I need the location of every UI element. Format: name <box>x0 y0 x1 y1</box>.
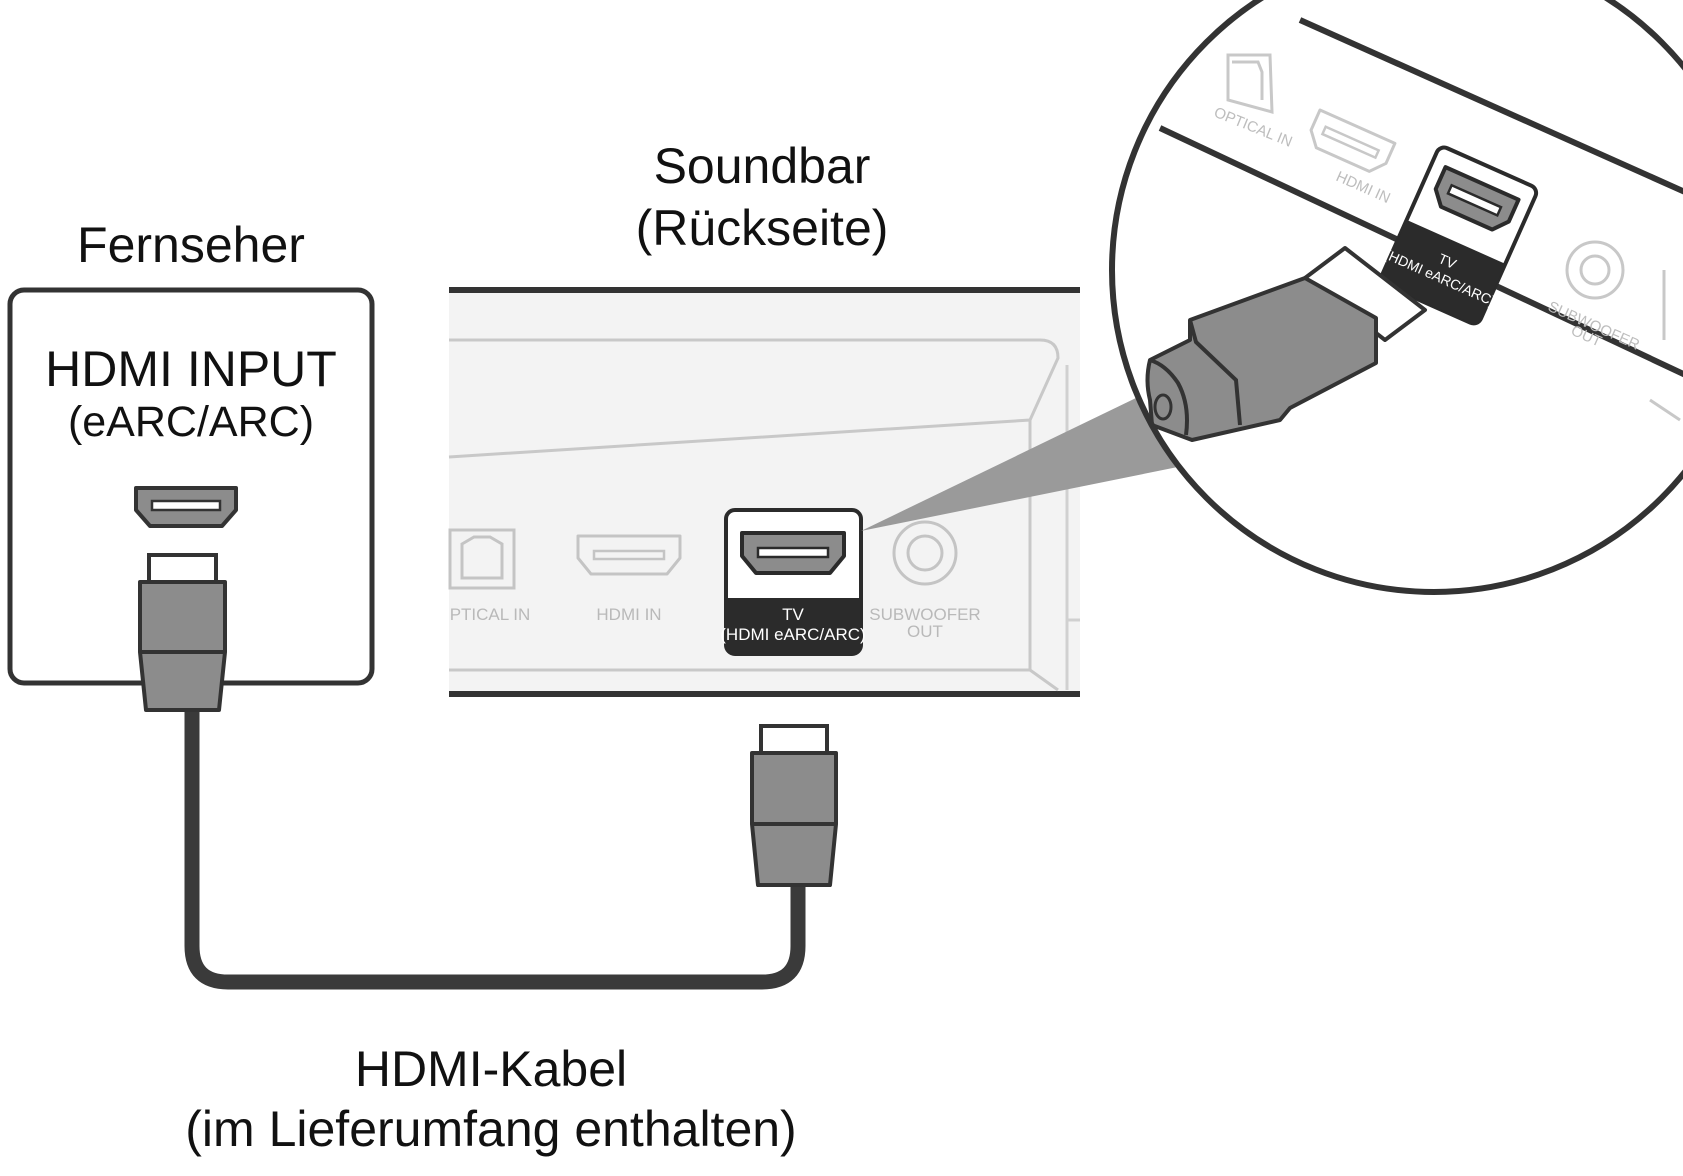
hdmi-in-label: HDMI IN <box>596 605 661 624</box>
tv-port-label-zoom: TV <box>1436 250 1459 272</box>
cable-subtitle: (im Lieferumfang enthalten) <box>185 1101 796 1157</box>
tv-earc-port: TV (HDMI eARC/ARC) <box>720 508 866 656</box>
optical-port-label: PTICAL IN <box>450 605 531 624</box>
tv-port-subtitle: (eARC/ARC) <box>68 398 314 446</box>
hdmi-port-icon <box>1433 165 1521 232</box>
subwoofer-label: SUBWOOFER <box>869 605 980 624</box>
tv-panel: HDMI INPUT (eARC/ARC) <box>7 287 375 686</box>
soundbar-subtitle: (Rückseite) <box>636 200 889 256</box>
cable-title: HDMI-Kabel <box>355 1041 627 1097</box>
hdmi-port-icon <box>1309 108 1397 173</box>
optical-port-icon <box>448 528 516 590</box>
hdmi-port-icon <box>576 534 682 576</box>
soundbar-title: Soundbar <box>654 138 871 194</box>
rca-port-icon <box>892 520 958 586</box>
subwoofer-label-out: OUT <box>907 622 943 641</box>
hdmi-plug-icon <box>1145 246 1427 442</box>
tv-port-label: TV <box>782 605 804 624</box>
hdmi-port-icon <box>740 531 846 575</box>
tv-port-sublabel: (HDMI eARC/ARC) <box>720 625 865 644</box>
tv-title: Fernseher <box>77 217 305 273</box>
hdmi-port-icon <box>134 486 238 528</box>
zoom-detail: OPTICAL IN HDMI IN TV (HDMI eARC/ARC) <box>1109 0 1683 595</box>
hdmi-plug-icon <box>750 724 838 887</box>
hdmi-cable <box>184 702 806 990</box>
rca-port-icon <box>1565 240 1625 300</box>
tv-earc-port-zoom: TV (HDMI eARC/ARC) <box>1379 145 1539 326</box>
tv-port-title: HDMI INPUT <box>45 341 337 397</box>
hdmi-plug-icon <box>138 553 227 712</box>
optical-port-icon <box>1226 53 1274 114</box>
soundbar-rear-panel: PTICAL IN HDMI IN TV (HDMI eARC/ARC) SUB… <box>448 287 1080 697</box>
